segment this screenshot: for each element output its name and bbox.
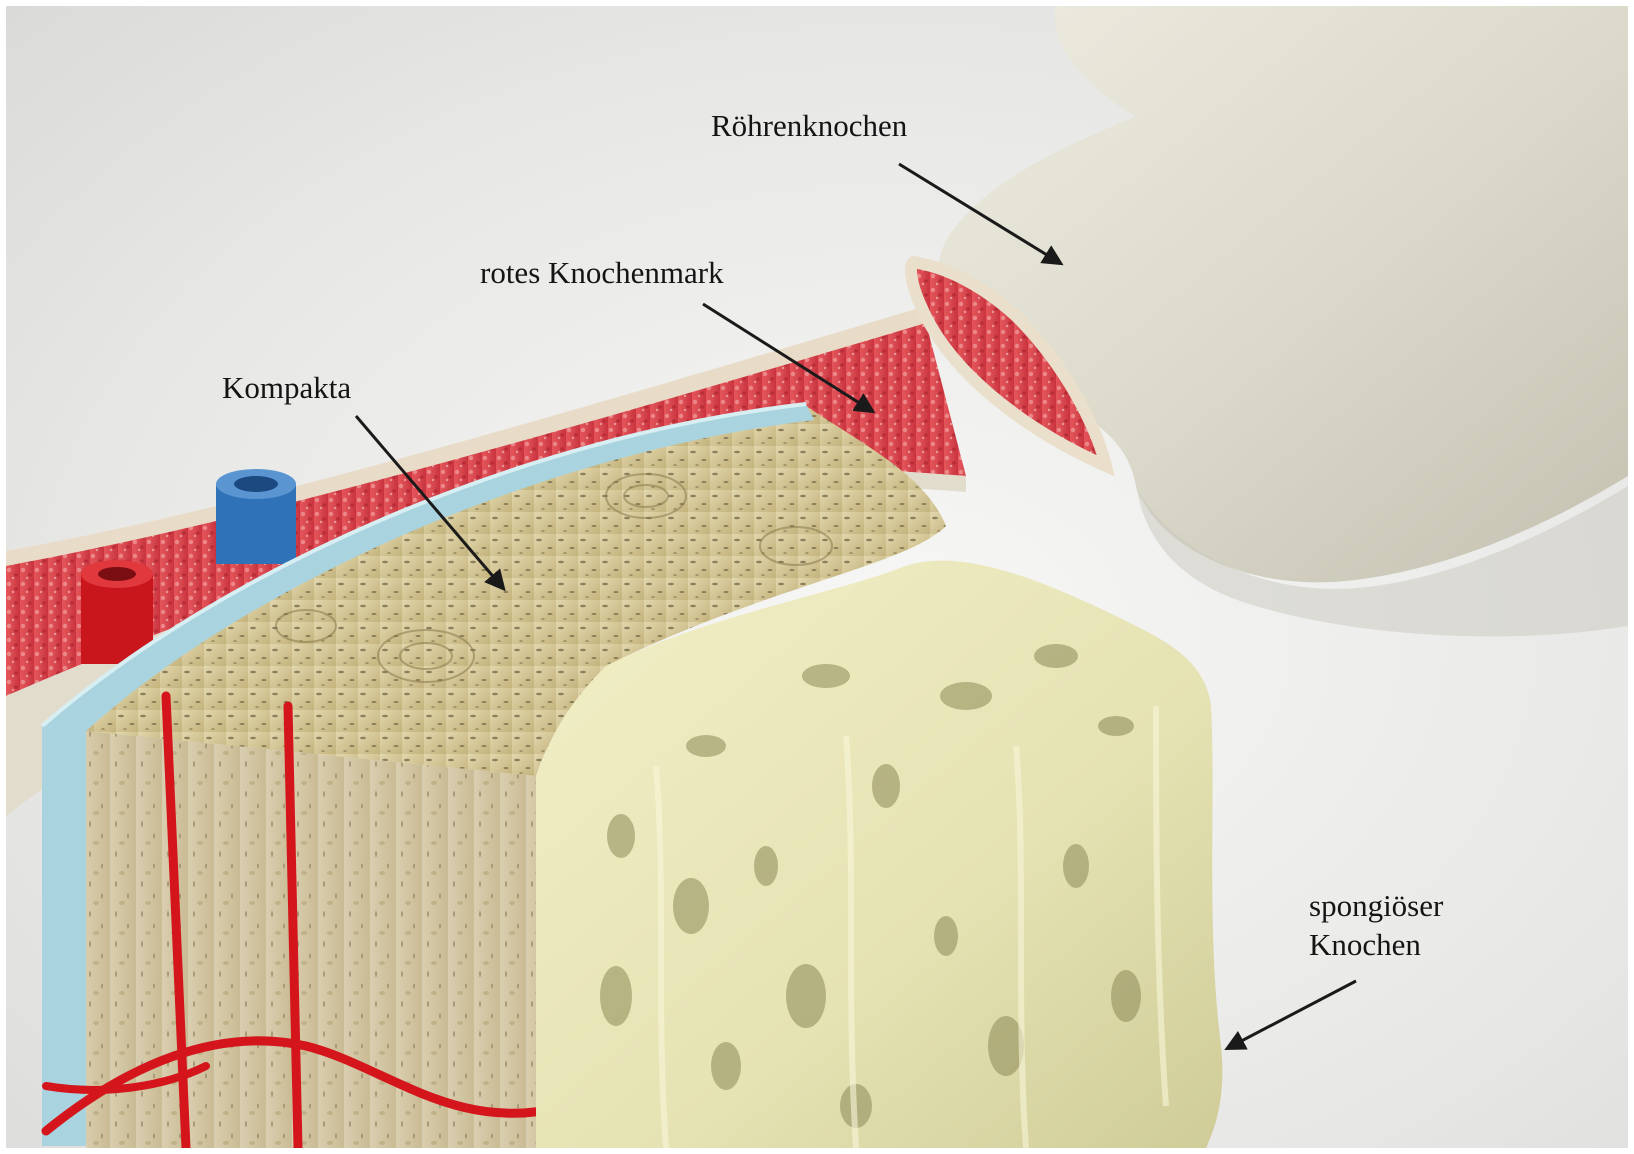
label-spongioeser-line2: Knochen: [1309, 925, 1443, 964]
bone-cross-section-graphic: [6, 6, 1628, 1148]
label-kompakta: Kompakta: [222, 368, 351, 407]
label-spongioeser-line1: spongiöser: [1309, 886, 1443, 925]
label-spongioeser-knochen: spongiöser Knochen: [1309, 886, 1443, 964]
label-roehrenknochen: Röhrenknochen: [711, 106, 907, 145]
label-rotes-knochenmark: rotes Knochenmark: [480, 253, 724, 292]
bone-structure-illustration: Röhrenknochen rotes Knochenmark Kompakta…: [6, 6, 1628, 1148]
